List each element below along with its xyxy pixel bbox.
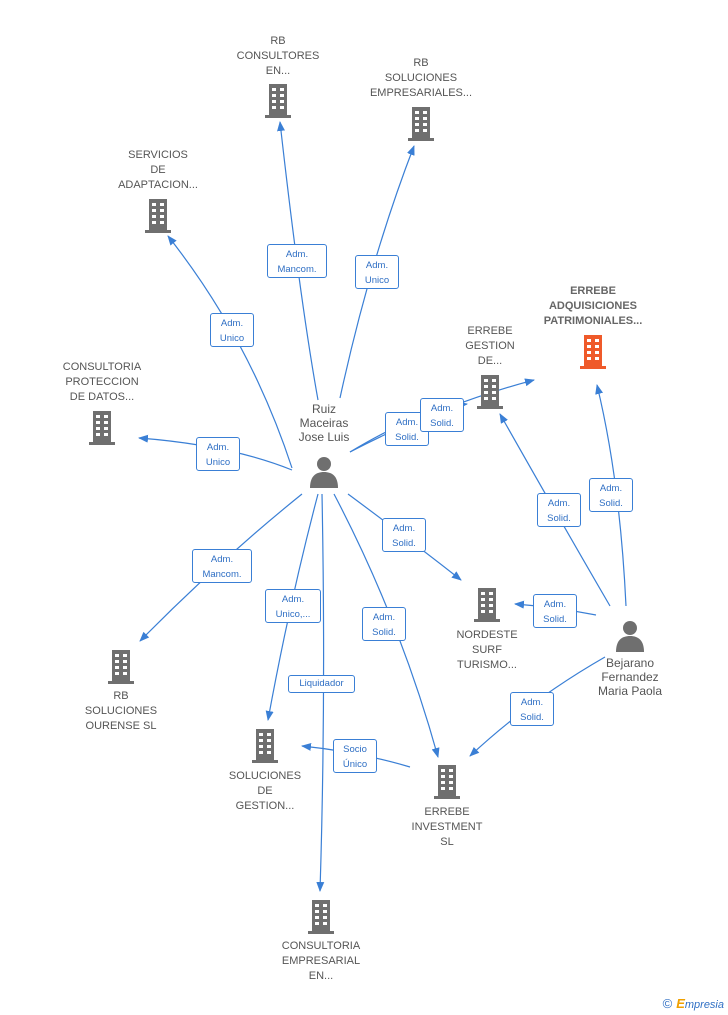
node-label: RB SOLUCIONES OURENSE SL <box>84 690 158 732</box>
node-label: Bejarano Fernandez Maria Paola <box>597 656 663 698</box>
node-label: SOLUCIONES DE GESTION... <box>228 770 302 812</box>
edge-role-label[interactable]: Adm. Unico <box>355 255 399 289</box>
edge-role-label[interactable]: Liquidador <box>288 675 355 693</box>
node-label: CONSULTORIA EMPRESARIAL EN... <box>281 940 361 982</box>
building-icon <box>250 729 280 768</box>
person-icon <box>615 620 645 657</box>
building-icon <box>432 765 462 804</box>
node-label: ERREBE GESTION DE... <box>465 325 515 367</box>
edge-role-label[interactable]: Adm. Unico <box>210 313 254 347</box>
edge-role-label[interactable]: Adm. Solid. <box>382 518 426 552</box>
edge-role-label[interactable]: Adm. Solid. <box>510 692 554 726</box>
node-label: RB CONSULTORES EN... <box>236 35 320 77</box>
node-label: NORDESTE SURF TURISMO... <box>456 629 518 671</box>
edge-role-label[interactable]: Socio Único <box>333 739 377 773</box>
node-label: RB SOLUCIONES EMPRESARIALES... <box>369 57 473 99</box>
building-icon <box>87 411 117 450</box>
node-label: ERREBE ADQUISICIONES PATRIMONIALES... <box>543 285 643 327</box>
edge-ruiz-to-rb-consultores <box>277 121 319 401</box>
edge-role-label[interactable]: Adm. Solid. <box>589 478 633 512</box>
building-icon <box>578 335 608 374</box>
edge-role-label[interactable]: Adm. Mancom. <box>267 244 327 278</box>
edge-role-label[interactable]: Adm. Solid. <box>533 594 577 628</box>
edge-role-label[interactable]: Adm. Solid. <box>537 493 581 527</box>
node-label: SERVICIOS DE ADAPTACION... <box>118 149 198 191</box>
edge-role-label[interactable]: Adm. Solid. <box>420 398 464 432</box>
edge-role-label[interactable]: Adm. Unico,... <box>265 589 321 623</box>
edge-role-label[interactable]: Adm. Solid. <box>362 607 406 641</box>
brand-name: mpresia <box>684 999 724 1011</box>
building-icon <box>306 900 336 939</box>
copyright-icon: © <box>662 996 673 1011</box>
building-icon <box>106 650 136 689</box>
building-icon <box>263 84 293 123</box>
building-icon <box>143 199 173 238</box>
building-icon <box>472 588 502 627</box>
brand-initial: E <box>676 996 685 1011</box>
building-icon <box>406 107 436 146</box>
edge-role-label[interactable]: Adm. Mancom. <box>192 549 252 583</box>
person-icon <box>309 456 339 493</box>
building-icon <box>475 375 505 414</box>
edge-role-label[interactable]: Adm. Unico <box>196 437 240 471</box>
empresia-credit: ©Empresia <box>663 996 724 1011</box>
node-label: Ruiz Maceiras Jose Luis <box>298 402 350 444</box>
node-label: ERREBE INVESTMENT SL <box>411 806 483 848</box>
edge-ruiz-to-consultoria-emp <box>316 493 325 892</box>
node-label: CONSULTORIA PROTECCION DE DATOS... <box>62 361 142 403</box>
